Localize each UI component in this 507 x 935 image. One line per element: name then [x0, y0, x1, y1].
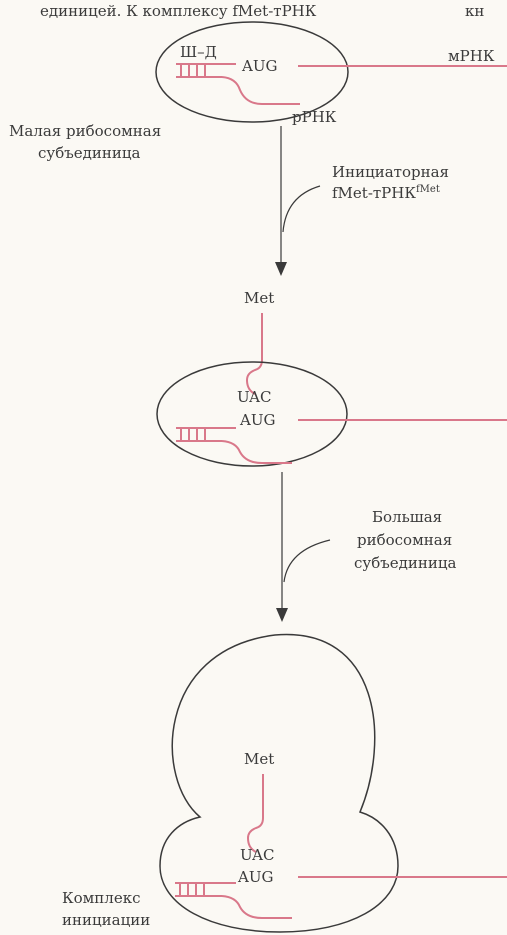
rrna-label: рРНК — [292, 108, 337, 126]
stage1-codon: AUG — [241, 57, 277, 75]
stage2-subunit-body — [156, 361, 348, 467]
initiator-trna-label-line2: fMet-тРНКfMet — [332, 184, 440, 202]
stage3-rrna-strand — [221, 895, 292, 919]
initiation-complex-label-line1: Комплекс — [62, 889, 141, 907]
stage3-sd-ladder — [175, 882, 236, 897]
sd-pairing-ladder — [176, 63, 236, 78]
mrna-label: мРНК — [448, 47, 495, 65]
stage2-sd-ladder — [176, 427, 236, 442]
large-subunit-label-line2: рибосомная — [357, 531, 452, 549]
stage2-codon: AUG — [239, 411, 275, 429]
step2-arrow — [276, 472, 331, 622]
initiation-complex-label-line2: инициации — [62, 911, 150, 929]
stage2-rrna-strand — [221, 440, 292, 464]
stage3-ribosome — [159, 633, 507, 933]
shine-dalgarno-label: Ш–Д — [180, 43, 217, 61]
stage3-initiator-trna — [246, 774, 264, 853]
header-partial-text-2: кн — [465, 2, 484, 20]
large-subunit-label-line1: Большая — [372, 508, 442, 526]
stage3-codon: AUG — [237, 868, 273, 886]
small-subunit-label-line2: субъединица — [38, 144, 141, 162]
step1-arrow — [275, 126, 321, 276]
large-subunit-label-line3: субъединица — [354, 554, 457, 572]
stage3-met-label: Met — [244, 750, 274, 768]
rrna-strand — [221, 76, 300, 105]
stage2-small-subunit — [156, 361, 507, 467]
small-subunit-label-line1: Малая рибосомная — [9, 122, 161, 140]
stage1-small-subunit: AUG Ш–Д мРНК рРНК — [155, 21, 507, 126]
stage3-anticodon: UAC — [240, 846, 275, 864]
stage2-met-label: Met — [244, 289, 274, 307]
small-subunit-body — [155, 21, 349, 123]
stage2-initiator-trna — [245, 313, 263, 395]
ribosome-outline — [159, 633, 399, 933]
stage2-anticodon: UAC — [237, 388, 272, 406]
header-partial-text: единицей. К комплексу fMet-тРНК — [40, 2, 317, 20]
initiator-trna-label-line1: Инициаторная — [332, 163, 449, 181]
